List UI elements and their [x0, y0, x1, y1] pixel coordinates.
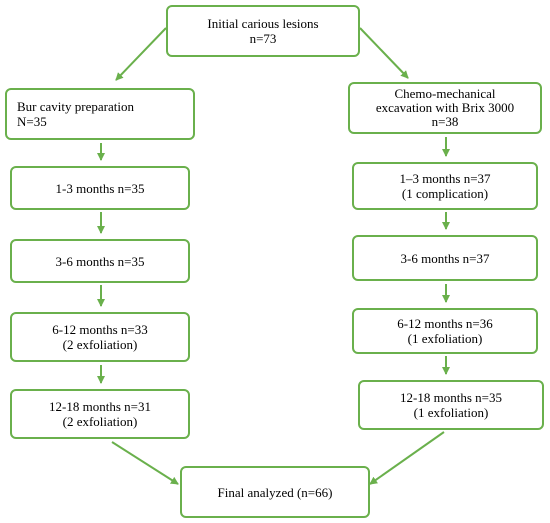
arrow-bur-12-18-to-final — [111, 441, 179, 485]
node-bur-3-6-line-1: 3-6 months n=35 — [55, 253, 145, 269]
node-chemo-3-6-line-1: 3-6 months n=37 — [400, 250, 490, 266]
arrow-chemo-12-18-to-final — [369, 431, 445, 485]
node-chemo-6-12-line-2: (1 exfoliation) — [407, 331, 483, 346]
node-chemo-3-6-months: 3-6 months n=37 — [352, 235, 538, 281]
node-chemo-1-3-line-2: (1 complication) — [401, 186, 489, 201]
node-chemo-1-3-line-1: 1–3 months n=37 — [399, 171, 491, 186]
node-initial-line-1: Initial carious lesions — [207, 16, 319, 31]
node-bur-12-18-months: 12-18 months n=31 (2 exfoliation) — [10, 389, 190, 439]
node-chemo-6-12-months: 6-12 months n=36 (1 exfoliation) — [352, 308, 538, 354]
node-chemo-mechanical-excavation: Chemo-mechanical excavation with Brix 30… — [348, 82, 542, 134]
node-final-analyzed: Final analyzed (n=66) — [180, 466, 370, 518]
node-bur-6-12-months: 6-12 months n=33 (2 exfoliation) — [10, 312, 190, 362]
node-bur-12-18-line-1: 12-18 months n=31 — [49, 399, 151, 414]
node-bur-1-3-months: 1-3 months n=35 — [10, 166, 190, 210]
node-chemo-line-1: Chemo-mechanical — [394, 86, 496, 101]
node-chemo-12-18-line-2: (1 exfoliation) — [413, 405, 489, 420]
node-bur-3-6-months: 3-6 months n=35 — [10, 239, 190, 283]
node-chemo-12-18-months: 12-18 months n=35 (1 exfoliation) — [358, 380, 544, 430]
node-chemo-12-18-line-1: 12-18 months n=35 — [400, 390, 502, 405]
node-bur-1-3-line-1: 1-3 months n=35 — [55, 180, 145, 196]
node-final-line-1: Final analyzed (n=66) — [217, 484, 333, 500]
arrow-initial-to-bur — [115, 27, 167, 81]
node-bur-6-12-line-1: 6-12 months n=33 — [52, 322, 148, 337]
node-initial-carious-lesions: Initial carious lesions n=73 — [166, 5, 360, 57]
node-chemo-1-3-months: 1–3 months n=37 (1 complication) — [352, 162, 538, 210]
node-bur-line-1: Bur cavity preparation — [17, 99, 134, 114]
node-initial-line-2: n=73 — [249, 31, 277, 46]
node-bur-12-18-line-2: (2 exfoliation) — [62, 414, 138, 429]
node-chemo-line-3: n=38 — [431, 114, 459, 129]
node-bur-6-12-line-2: (2 exfoliation) — [62, 337, 138, 352]
arrow-initial-to-chemo — [359, 27, 409, 79]
node-chemo-line-2: excavation with Brix 3000 — [375, 100, 515, 115]
node-chemo-6-12-line-1: 6-12 months n=36 — [397, 316, 493, 331]
node-bur-line-2: N=35 — [17, 114, 47, 129]
node-bur-cavity-preparation: Bur cavity preparation N=35 — [5, 88, 195, 140]
